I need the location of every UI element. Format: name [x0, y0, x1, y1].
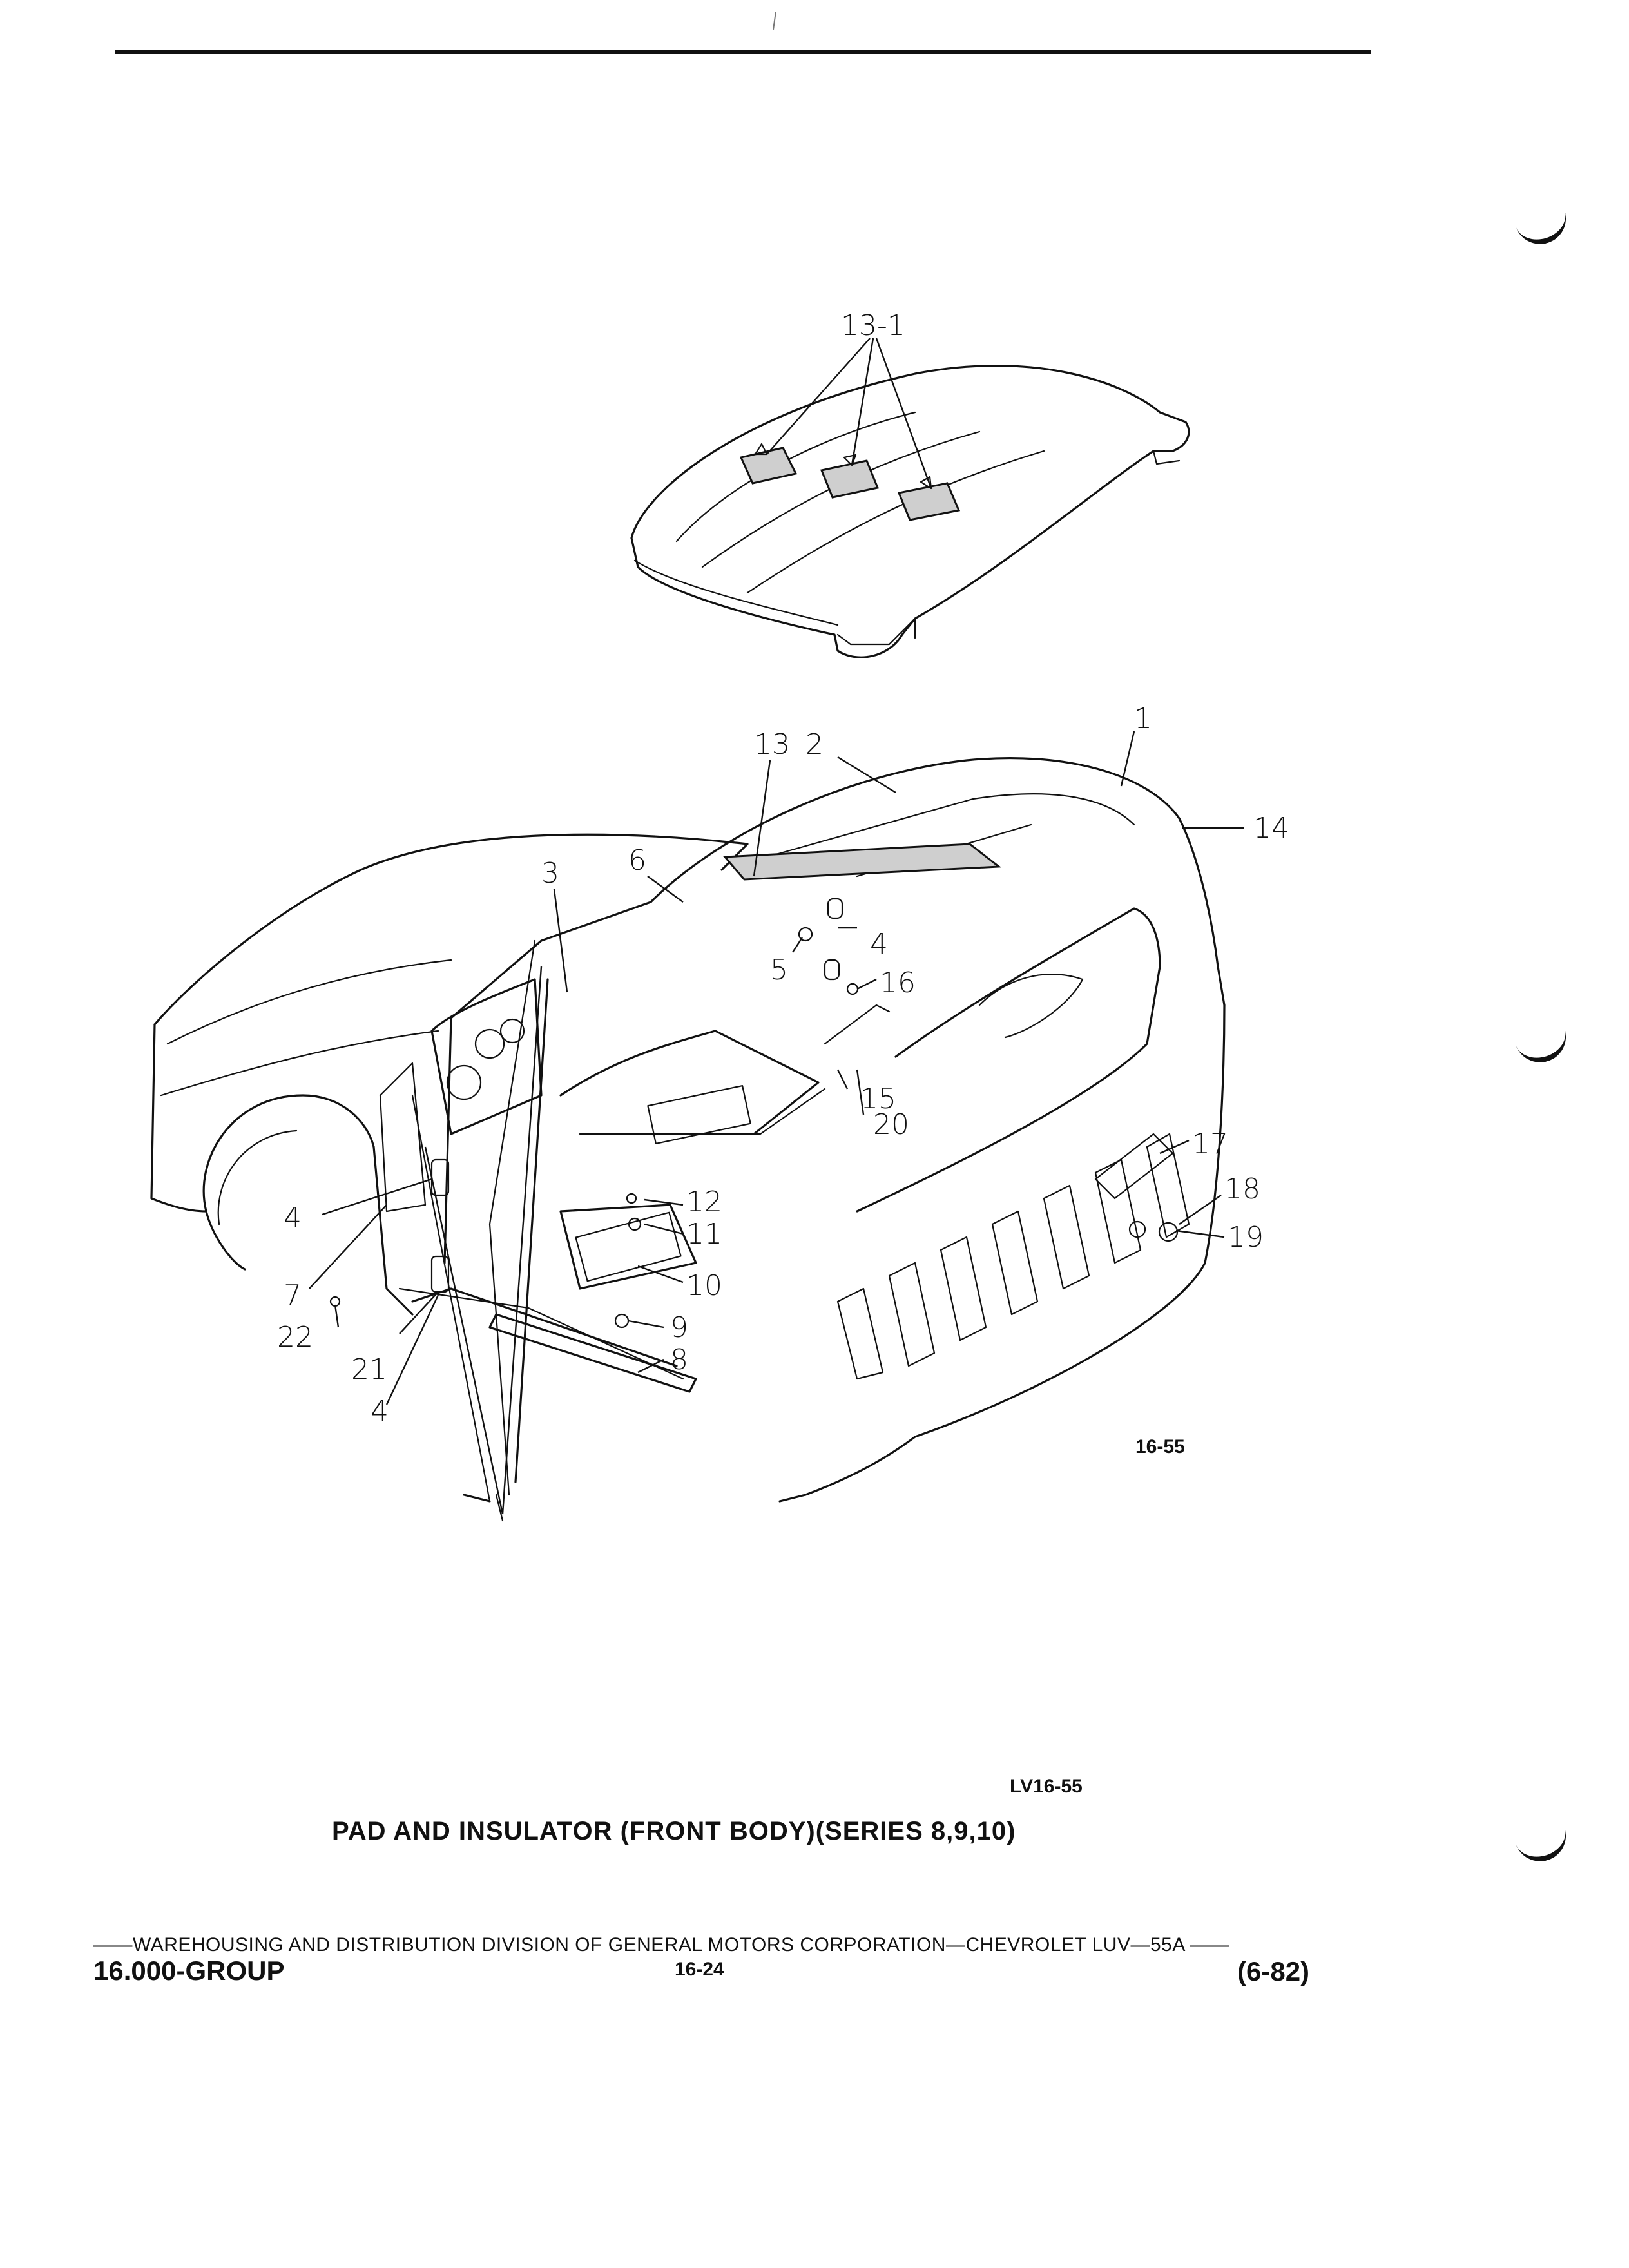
- callout-2: 2: [805, 728, 824, 761]
- illustration-code: LV16-55: [1010, 1776, 1083, 1797]
- callout-labels: 13-1 1 13 2 14 3 6 4 5 16 15 20 17 18 19…: [277, 309, 1289, 1457]
- footer-publisher-line: ——WAREHOUSING AND DISTRIBUTION DIVISION …: [93, 1934, 1230, 1956]
- cab-body: [150, 756, 1226, 1522]
- callout-18: 18: [1224, 1173, 1260, 1206]
- callout-15: 15: [860, 1082, 896, 1115]
- callout-12: 12: [686, 1186, 722, 1218]
- roof-pad-right: [897, 482, 961, 521]
- callout-13-1: 13-1: [841, 309, 905, 342]
- callout-17: 17: [1192, 1128, 1228, 1160]
- callout-4-left: 4: [284, 1202, 302, 1235]
- footer-group: 16.000-GROUP: [93, 1956, 285, 1986]
- roof-panel-inset: [630, 338, 1190, 658]
- callout-4-bottom: 4: [371, 1395, 389, 1428]
- top-rule: [115, 50, 1371, 54]
- callout-11: 11: [686, 1218, 722, 1251]
- figure-code: 16-55: [1135, 1436, 1185, 1457]
- callout-13: 13: [754, 728, 790, 761]
- callout-16: 16: [880, 966, 916, 999]
- callout-3: 3: [541, 857, 559, 890]
- callout-19: 19: [1228, 1221, 1264, 1254]
- footer-date: (6-82): [1237, 1956, 1310, 1986]
- callout-1: 1: [1134, 702, 1152, 735]
- figure-caption: PAD AND INSULATOR (FRONT BODY)(SERIES 8,…: [332, 1817, 1016, 1845]
- callout-7: 7: [284, 1279, 302, 1312]
- callout-22: 22: [277, 1321, 313, 1354]
- binder-hole-mark-3: [1514, 1822, 1573, 1869]
- callout-20: 20: [873, 1108, 909, 1141]
- footer-page-number: 16-24: [675, 1959, 724, 1980]
- roof-pad-center: [820, 459, 880, 499]
- callout-6: 6: [628, 844, 646, 877]
- leader-lines: [309, 731, 1244, 1515]
- exploded-view-diagram: 13-1 1 13 2 14 3 6 4 5 16 15 20 17 18 19…: [150, 309, 1289, 1522]
- callout-8: 8: [670, 1343, 688, 1376]
- callout-21: 21: [351, 1353, 387, 1386]
- callout-14: 14: [1253, 812, 1289, 845]
- roof-insulator-pad: [722, 843, 1002, 881]
- callout-5: 5: [770, 954, 788, 986]
- callout-4-top: 4: [870, 928, 888, 961]
- callout-9: 9: [670, 1311, 688, 1344]
- callout-10: 10: [686, 1269, 722, 1302]
